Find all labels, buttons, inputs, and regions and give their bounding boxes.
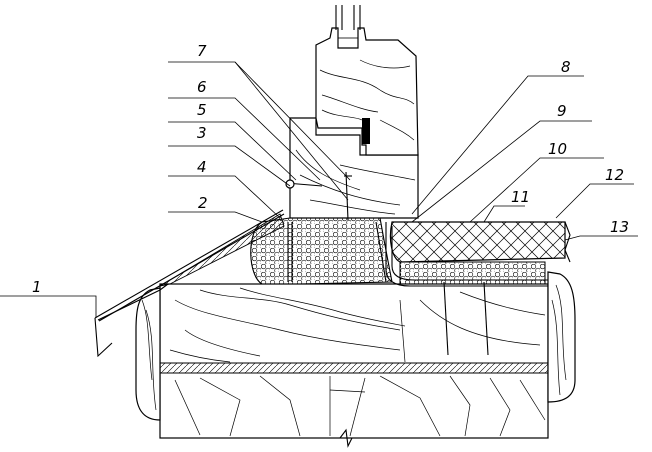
flashing-strip: [94, 209, 285, 358]
callout-label-4: 4: [197, 158, 207, 176]
right-nosing: [547, 271, 576, 403]
callout-label-13: 13: [610, 218, 629, 236]
callout-label-3: 3: [197, 124, 207, 142]
callout-label-11: 11: [511, 188, 530, 206]
sill-timber-block: [159, 283, 549, 448]
window-frame-timber: [289, 117, 419, 219]
insulation-fill: [250, 217, 546, 285]
fasteners: [285, 171, 489, 356]
leader-lines: [0, 61, 638, 318]
callout-labels: 1 2 3 4 5 6 7 8 9 10 11 12 13: [32, 42, 629, 296]
left-nosing: [135, 287, 161, 421]
callout-label-6: 6: [197, 78, 207, 96]
callout-label-9: 9: [557, 102, 567, 120]
callout-label-5: 5: [197, 101, 207, 119]
callout-label-2: 2: [198, 194, 208, 212]
callout-label-10: 10: [548, 140, 567, 158]
callout-label-7: 7: [197, 42, 207, 60]
callout-label-12: 12: [605, 166, 624, 184]
callout-label-1: 1: [32, 278, 42, 296]
sash-timber: [315, 5, 419, 156]
interior-board: [385, 221, 571, 287]
callout-label-8: 8: [561, 58, 571, 76]
